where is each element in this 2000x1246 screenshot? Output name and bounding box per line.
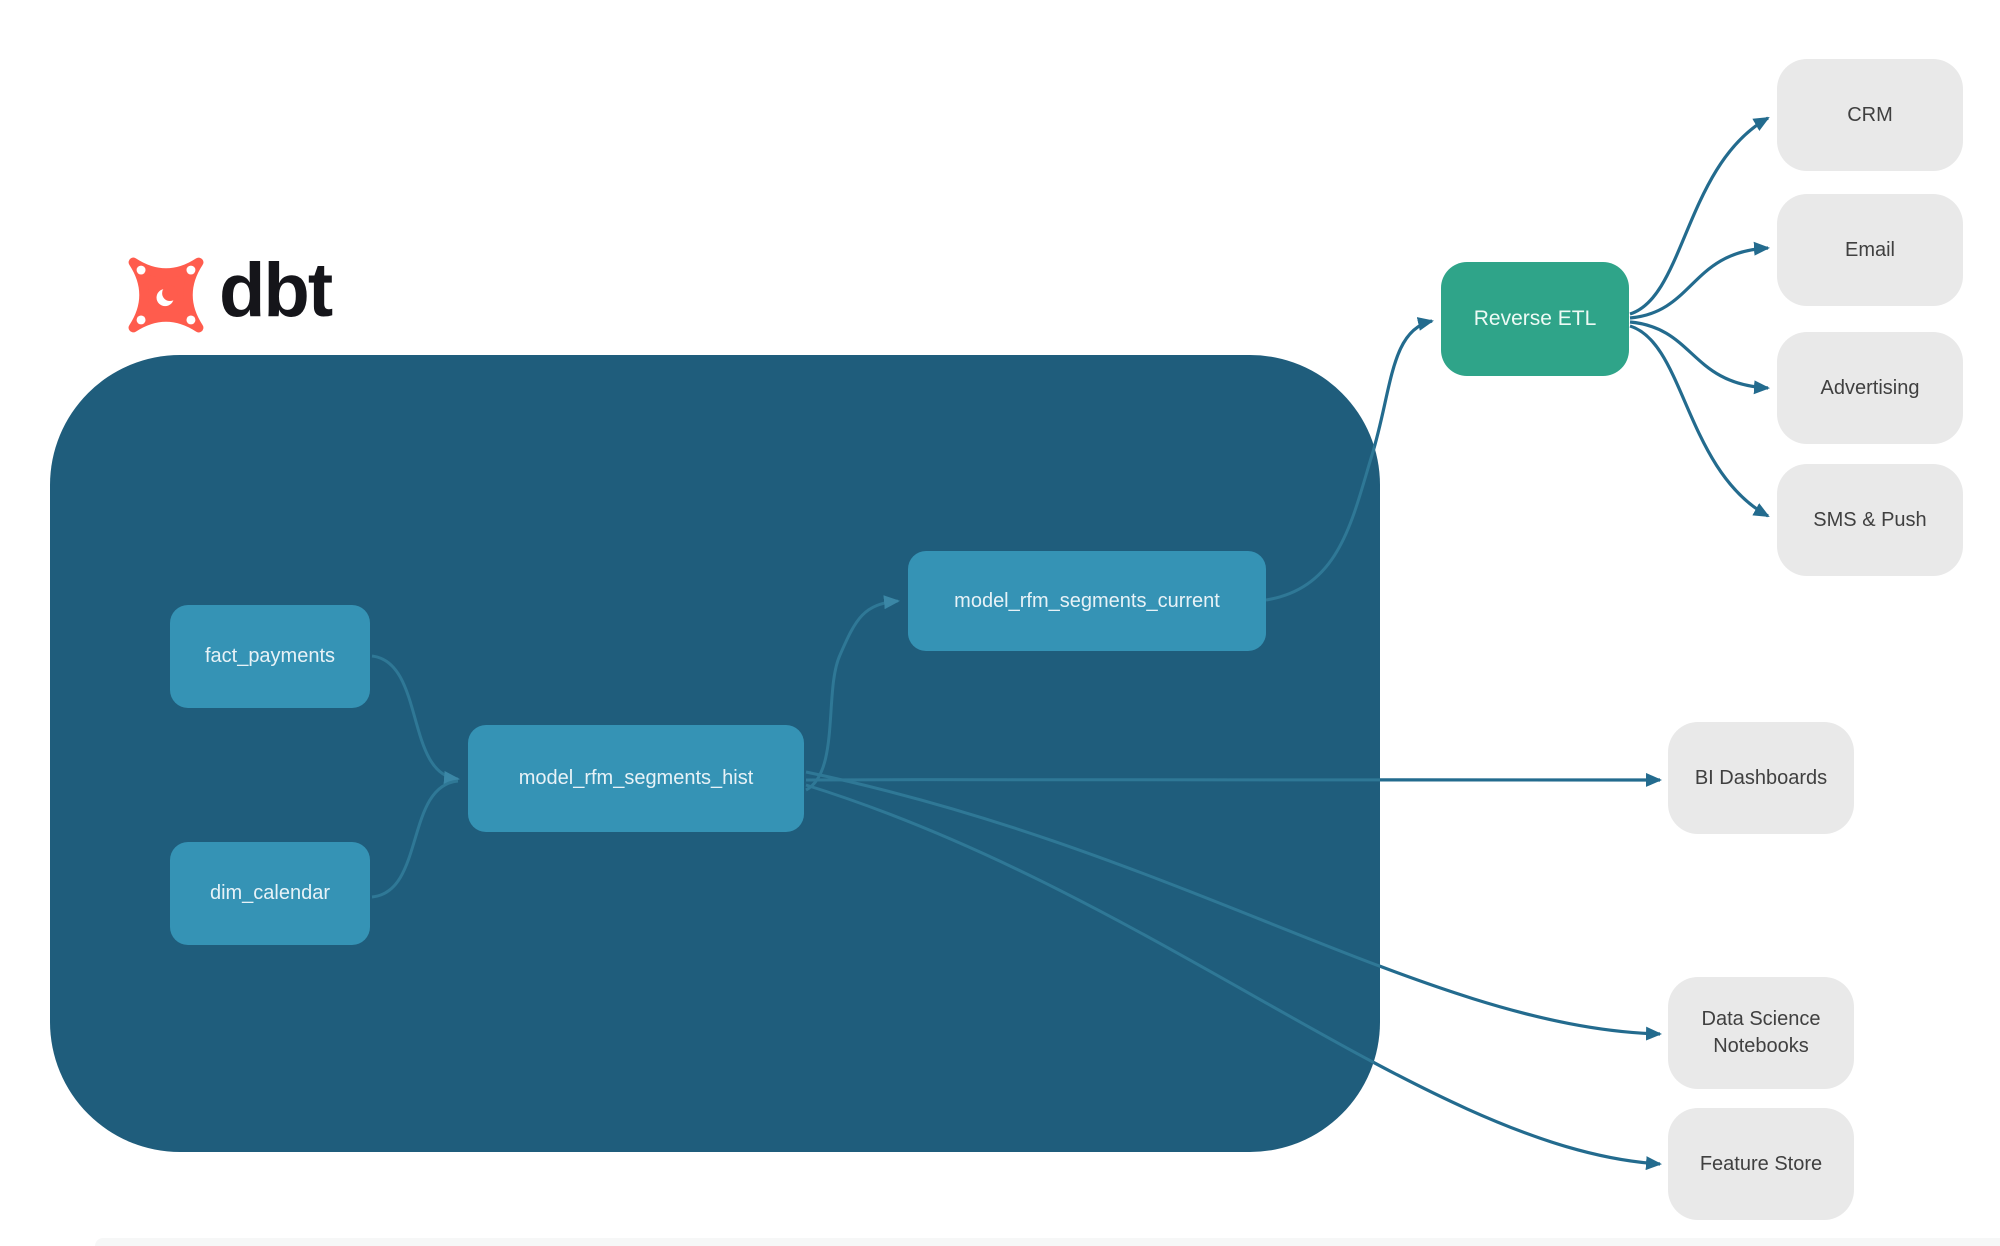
edge-reverse-etl-advertising	[1629, 320, 1770, 395]
dbt-star-icon	[128, 257, 204, 333]
node-model-rfm-segments-current: model_rfm_segments_current	[908, 551, 1266, 651]
node-feature-store: Feature Store	[1668, 1108, 1854, 1220]
node-bi-dashboards: BI Dashboards	[1668, 722, 1854, 834]
node-email: Email	[1777, 194, 1963, 306]
node-advertising: Advertising	[1777, 332, 1963, 444]
edge-reverse-etl-crm	[1629, 116, 1770, 316]
node-crm: CRM	[1777, 59, 1963, 171]
node-sms-push: SMS & Push	[1777, 464, 1963, 576]
bottom-divider	[95, 1238, 2000, 1246]
node-dim-calendar: dim_calendar	[170, 842, 370, 945]
node-fact-payments: fact_payments	[170, 605, 370, 708]
node-model-rfm-segments-hist: model_rfm_segments_hist	[468, 725, 804, 832]
edge-reverse-etl-sms	[1629, 324, 1770, 518]
node-data-science-notebooks: Data Science Notebooks	[1668, 977, 1854, 1089]
edge-reverse-etl-email	[1629, 241, 1770, 320]
dbt-wordmark: dbt	[219, 248, 333, 333]
node-reverse-etl: Reverse ETL	[1441, 262, 1629, 376]
dbt-logo: dbt	[123, 248, 333, 338]
